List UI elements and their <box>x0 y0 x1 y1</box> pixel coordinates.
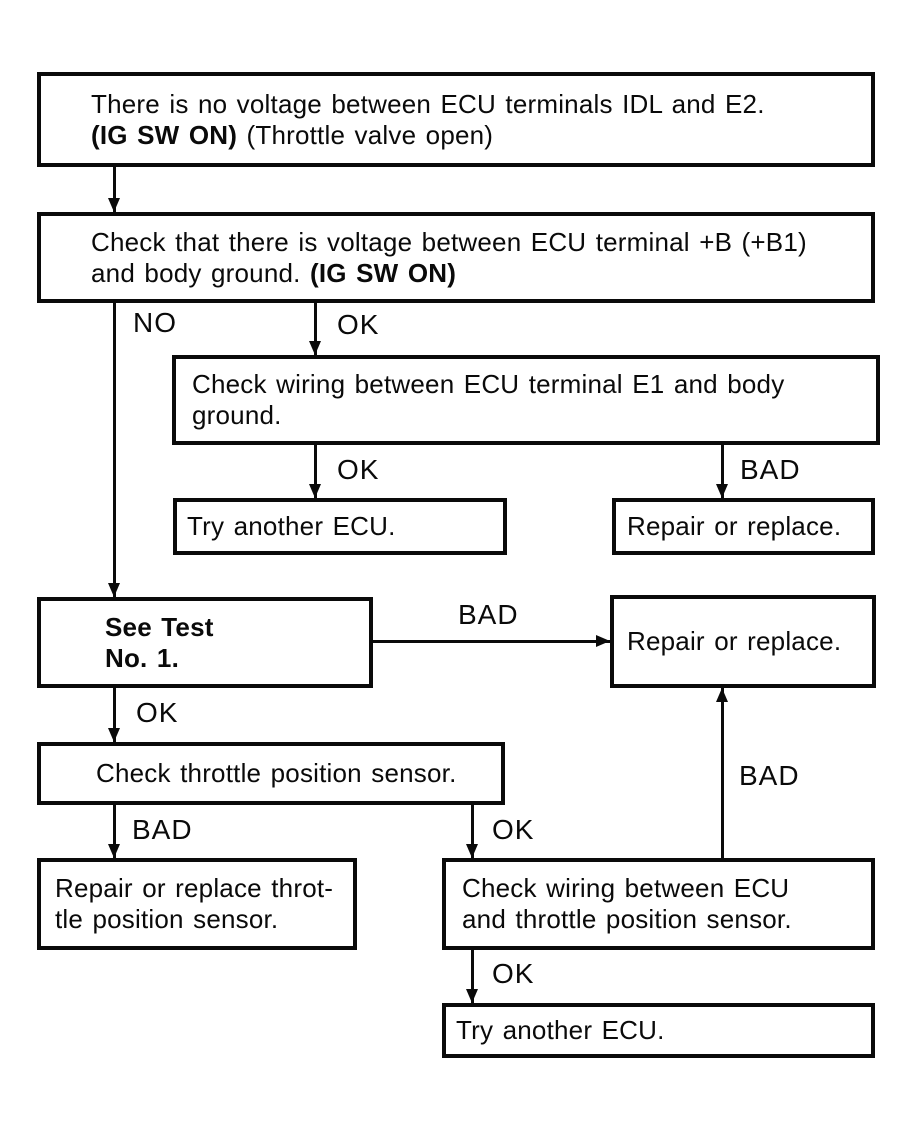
branch-label-ok: OK <box>492 814 535 845</box>
arrowhead-up-icon <box>716 688 728 702</box>
node-text-line: Try another ECU. <box>187 511 503 542</box>
node-check-b-voltage: Check that there is voltage between ECU … <box>37 212 875 303</box>
node-text-line: tle position sensor. <box>55 904 353 935</box>
node-text-line: and throttle position sensor. <box>462 904 871 935</box>
condition-text: (IG SW ON) <box>91 119 238 150</box>
node-repair-throttle-position-sensor: Repair or replace throt- tle position se… <box>37 858 357 950</box>
node-text: Check throttle position sensor. <box>96 758 457 788</box>
node-text-line: Try another ECU. <box>456 1015 871 1046</box>
connector-ok-to-try-ecu-1 <box>314 445 317 498</box>
node-text-line: Check wiring between ECU terminal E1 and… <box>192 369 876 400</box>
node-text: Check that there is voltage between ECU … <box>91 226 807 257</box>
branch-label-bad: BAD <box>739 760 800 791</box>
connector-bad-to-repair-tps <box>113 805 116 858</box>
node-text: Repair or replace throt- <box>55 873 334 903</box>
branch-label-ok: OK <box>136 697 179 728</box>
branch-label-ok: OK <box>337 309 380 340</box>
arrowhead-down-icon <box>309 341 321 355</box>
node-text-line: ground. <box>192 400 876 431</box>
node-try-another-ecu-2: Try another ECU. <box>442 1003 875 1058</box>
branch-label-bad: BAD <box>458 599 519 630</box>
node-text-line: Check throttle position sensor. <box>96 758 501 789</box>
node-text: ground. <box>192 400 282 430</box>
connector-no-branch <box>113 303 116 597</box>
condition-text: (IG SW ON) <box>310 257 457 288</box>
node-text-line: Check that there is voltage between ECU … <box>91 227 871 258</box>
node-check-ecu-tps-wiring: Check wiring between ECU and throttle po… <box>442 858 875 950</box>
arrowhead-down-icon <box>108 583 120 597</box>
node-text-line: Repair or replace. <box>627 511 871 542</box>
node-text: (Throttle valve open) <box>237 119 494 150</box>
connector-ok-to-check-wiring <box>471 805 474 858</box>
node-text-line: (IG SW ON) (Throttle valve open) <box>91 120 871 151</box>
arrowhead-down-icon <box>108 728 120 742</box>
branch-label-ok: OK <box>492 958 535 989</box>
node-text-line: Repair or replace. <box>627 626 872 657</box>
connector-bad-to-repair-2 <box>373 640 610 643</box>
node-text: Check wiring between ECU terminal E1 and… <box>192 369 785 399</box>
branch-label-bad: BAD <box>740 454 801 485</box>
node-text-line: No. 1. <box>105 643 369 674</box>
node-check-throttle-position-sensor: Check throttle position sensor. <box>37 742 505 805</box>
node-see-test-no-1: See Test No. 1. <box>37 597 373 688</box>
node-text: No. 1. <box>105 642 179 673</box>
arrowhead-down-icon <box>466 844 478 858</box>
node-text: See Test <box>105 611 214 642</box>
node-repair-or-replace-2: Repair or replace. <box>610 595 876 688</box>
node-repair-or-replace-1: Repair or replace. <box>612 498 875 555</box>
node-text-line: Check wiring between ECU <box>462 873 871 904</box>
node-text: Try another ECU. <box>456 1015 665 1045</box>
connector-ok-to-e1-check <box>314 303 317 355</box>
node-text-line: Repair or replace throt- <box>55 873 353 904</box>
node-text: tle position sensor. <box>55 904 279 934</box>
node-text: Repair or replace. <box>627 511 842 541</box>
connector-ok-to-check-tps <box>113 688 116 742</box>
arrowhead-down-icon <box>309 484 321 498</box>
node-text-line: There is no voltage between ECU terminal… <box>91 89 871 120</box>
arrowhead-right-icon <box>596 635 610 647</box>
node-problem-statement: There is no voltage between ECU terminal… <box>37 72 875 167</box>
node-text: Try another ECU. <box>187 511 396 541</box>
arrowhead-down-icon <box>466 989 478 1003</box>
connector-start <box>113 167 116 212</box>
branch-label-bad: BAD <box>132 814 193 845</box>
branch-label-ok: OK <box>337 454 380 485</box>
arrowhead-down-icon <box>108 844 120 858</box>
node-text-line: and body ground. (IG SW ON) <box>91 258 871 289</box>
node-text: There is no voltage between ECU terminal… <box>91 88 765 119</box>
node-text: and throttle position sensor. <box>462 904 792 934</box>
branch-label-no: NO <box>133 307 177 338</box>
node-text-line: See Test <box>105 612 369 643</box>
node-text: Check wiring between ECU <box>462 873 790 903</box>
node-text: and body ground. <box>91 257 311 288</box>
node-try-another-ecu-1: Try another ECU. <box>173 498 507 555</box>
connector-bad-to-repair-1 <box>721 445 724 498</box>
connector-ok-to-try-ecu-2 <box>471 950 474 1003</box>
node-check-e1-wiring: Check wiring between ECU terminal E1 and… <box>172 355 880 445</box>
arrowhead-down-icon <box>716 484 728 498</box>
arrowhead-down-icon <box>108 198 120 212</box>
node-text: Repair or replace. <box>627 626 842 656</box>
connector-bad-up-to-repair-2 <box>721 688 724 858</box>
